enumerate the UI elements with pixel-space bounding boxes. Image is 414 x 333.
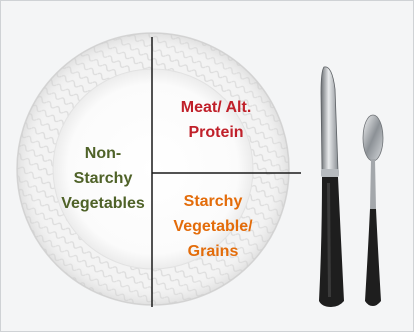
plate [17, 33, 289, 305]
knife-icon [319, 67, 344, 307]
spoon-icon [363, 115, 383, 306]
label-line: Grains [155, 239, 271, 264]
label-starchy-grains: Starchy Vegetable/ Grains [155, 189, 271, 264]
label-line: Protein [161, 120, 271, 145]
label-line: Starchy [59, 166, 147, 191]
label-non-starchy-vegetables: Non- Starchy Vegetables [59, 141, 147, 216]
label-line: Non- [59, 141, 147, 166]
label-line: Meat/ Alt. [161, 95, 271, 120]
label-line: Starchy [155, 189, 271, 214]
label-line: Vegetable/ [155, 214, 271, 239]
label-line: Vegetables [59, 191, 147, 216]
label-meat-protein: Meat/ Alt. Protein [161, 95, 271, 145]
